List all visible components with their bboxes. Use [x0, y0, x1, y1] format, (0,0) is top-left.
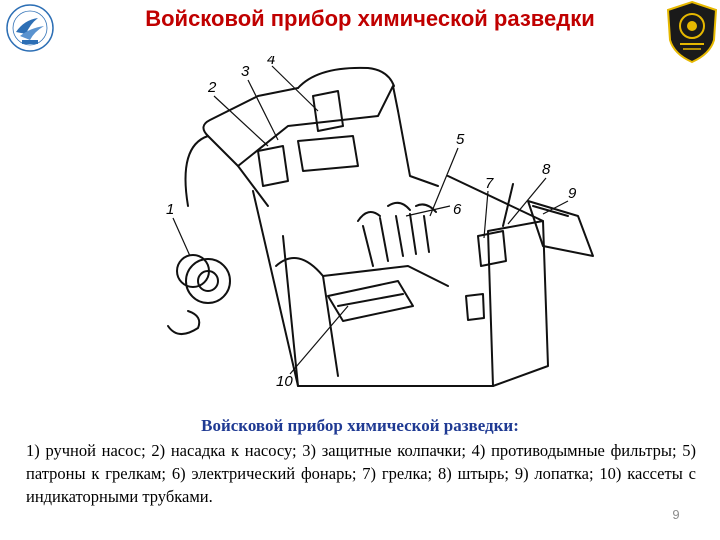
- callout-7: 7: [485, 175, 494, 192]
- callout-6: 6: [453, 201, 462, 218]
- device-drawing: 1 2 3 4 5 6 7 8 9 10: [166, 56, 594, 390]
- callout-4: 4: [267, 56, 275, 68]
- caption-body: 1) ручной насос; 2) насадка к насосу; 3)…: [26, 441, 696, 506]
- university-emblem-icon: [6, 4, 54, 52]
- slide-title: Войсковой прибор химической разведки: [145, 6, 595, 31]
- military-shield-emblem-icon: [666, 0, 718, 64]
- callout-3: 3: [241, 63, 250, 80]
- callout-10: 10: [276, 373, 293, 390]
- callout-1: 1: [166, 201, 174, 218]
- page-number: 9: [672, 507, 680, 522]
- callout-8: 8: [542, 161, 551, 178]
- callout-2: 2: [207, 79, 217, 96]
- caption-title: Войсковой прибор химической разведки:: [201, 416, 519, 435]
- callout-5: 5: [456, 131, 465, 148]
- callout-9: 9: [568, 185, 577, 202]
